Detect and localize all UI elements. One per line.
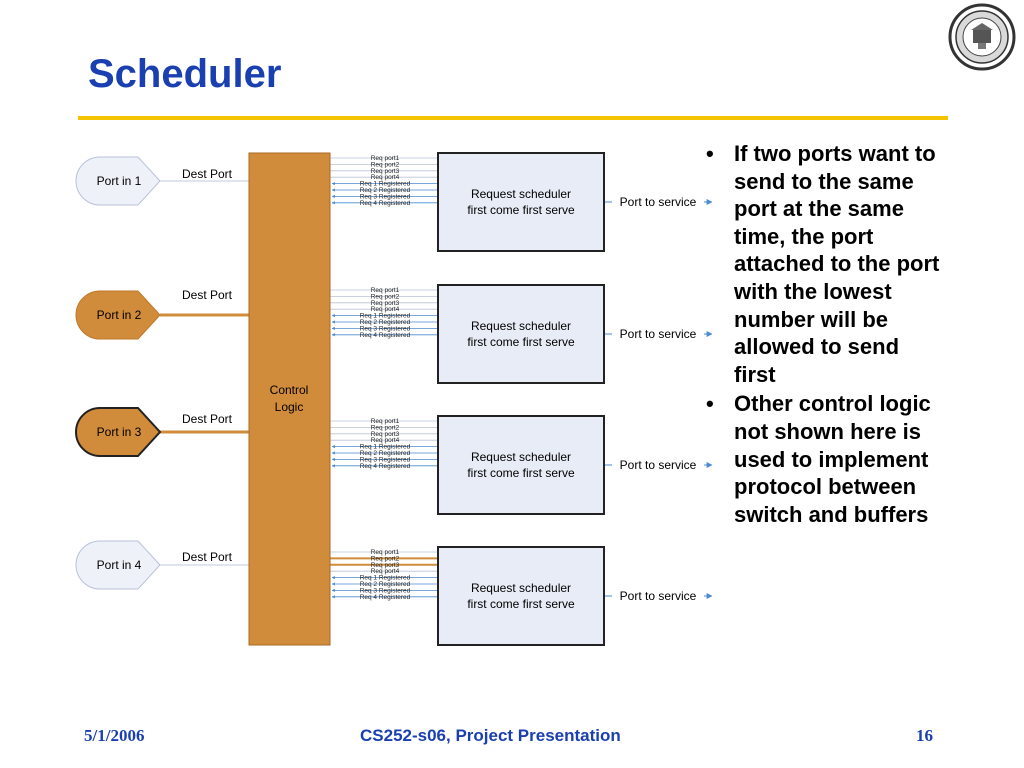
input-port-label: Port in 4 (97, 558, 142, 572)
scheduler-label-1: Request scheduler (471, 450, 571, 464)
signal-label: Req port1 (371, 549, 400, 556)
slide-title: Scheduler (88, 52, 282, 96)
signal-label: Req 2 Registered (360, 450, 411, 457)
request-scheduler-box (437, 415, 605, 515)
scheduler-label-2: first come first serve (467, 466, 575, 480)
input-port-shape (75, 407, 162, 457)
university-seal-icon (948, 3, 1016, 71)
control-logic-label-2: Logic (275, 400, 304, 414)
signal-wires (160, 157, 713, 599)
signal-label: Req port2 (371, 424, 400, 431)
input-port-label: Port in 2 (97, 308, 142, 322)
signal-label: Req 3 Registered (360, 456, 411, 463)
signal-label: Req 3 Registered (360, 587, 411, 594)
signal-label: Req 3 Registered (360, 193, 411, 200)
signal-label: Req 4 Registered (360, 332, 411, 339)
signal-label: Req 4 Registered (360, 594, 411, 601)
signal-label: Req 2 Registered (360, 319, 411, 326)
bullet-list: If two ports want to send to the same po… (706, 140, 946, 530)
signal-label: Req 3 Registered (360, 325, 411, 332)
signal-label: Req port4 (371, 437, 400, 444)
output-label-bg (612, 457, 704, 473)
signal-label: Req 1 Registered (360, 575, 411, 582)
output-label-bg (612, 194, 704, 210)
dest-port-label: Dest Port (182, 412, 233, 426)
input-port-shape (75, 540, 161, 590)
request-scheduler-box (437, 546, 605, 646)
bullet-item: Other control logic not shown here is us… (706, 390, 946, 528)
scheduler-label-1: Request scheduler (471, 319, 571, 333)
output-label-bg (612, 588, 704, 604)
input-port-shape (75, 290, 161, 340)
signal-label: Req port1 (371, 287, 400, 294)
signal-label: Req port2 (371, 161, 400, 168)
signal-label: Req 1 Registered (360, 181, 411, 188)
bullet-item: If two ports want to send to the same po… (706, 140, 946, 388)
title-divider (78, 116, 948, 120)
signal-label: Req 4 Registered (360, 463, 411, 470)
port-to-service-label: Port to service (620, 195, 697, 209)
input-port-label: Port in 1 (97, 174, 142, 188)
signal-label: Req port4 (371, 174, 400, 181)
dest-port-label: Dest Port (182, 167, 233, 181)
port-to-service-label: Port to service (620, 589, 697, 603)
signal-label: Req port3 (371, 431, 400, 438)
scheduler-label-1: Request scheduler (471, 187, 571, 201)
signal-label: Req port3 (371, 562, 400, 569)
input-port-label: Port in 3 (97, 425, 142, 439)
signal-label: Req port1 (371, 418, 400, 425)
input-port-shape (75, 156, 161, 206)
scheduler-label-2: first come first serve (467, 335, 575, 349)
dest-port-label: Dest Port (182, 288, 233, 302)
request-scheduler-box (437, 152, 605, 252)
signal-label: Req 1 Registered (360, 313, 411, 320)
signal-label: Req port2 (371, 293, 400, 300)
footer-course: CS252-s06, Project Presentation (360, 726, 621, 745)
signal-label: Req 2 Registered (360, 581, 411, 588)
scheduler-label-2: first come first serve (467, 597, 575, 611)
page-number: 16 (916, 726, 933, 745)
port-to-service-label: Port to service (620, 327, 697, 341)
signal-label: Req port4 (371, 306, 400, 313)
signal-label: Req port3 (371, 300, 400, 307)
scheduler-label-1: Request scheduler (471, 581, 571, 595)
footer-date: 5/1/2006 (84, 726, 145, 745)
control-logic-block (248, 152, 331, 646)
signal-label: Req 2 Registered (360, 187, 411, 194)
dest-port-label: Dest Port (182, 550, 233, 564)
request-scheduler-box (437, 284, 605, 384)
signal-label: Req port1 (371, 155, 400, 162)
signal-label: Req port3 (371, 168, 400, 175)
signal-label: Req 1 Registered (360, 444, 411, 451)
control-logic-label-1: Control (270, 383, 309, 397)
port-to-service-label: Port to service (620, 458, 697, 472)
signal-label: Req 4 Registered (360, 200, 411, 207)
scheduler-label-2: first come first serve (467, 203, 575, 217)
signal-label: Req port4 (371, 568, 400, 575)
signal-label: Req port2 (371, 555, 400, 562)
output-label-bg (612, 326, 704, 342)
